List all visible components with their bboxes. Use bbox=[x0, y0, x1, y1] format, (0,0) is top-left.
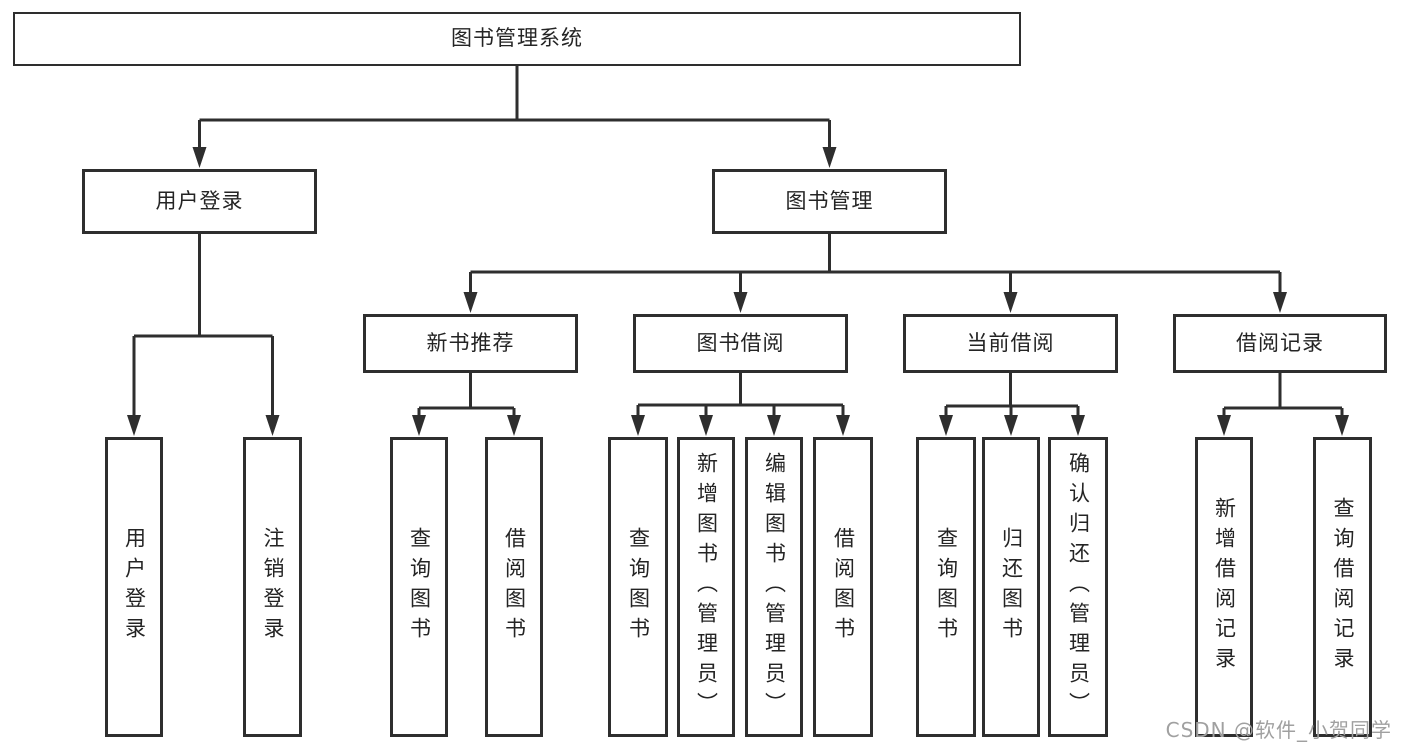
node-book-borrowing: 图书借阅 bbox=[633, 314, 848, 373]
node-leaf-query-books-recommend: 查询图书 bbox=[390, 437, 448, 737]
node-book-management: 图书管理 bbox=[712, 169, 947, 234]
node-label: 查询图书 bbox=[407, 527, 432, 647]
node-leaf-return-book: 归还图书 bbox=[982, 437, 1040, 737]
node-leaf-user-login: 用户登录 bbox=[105, 437, 163, 737]
csdn-watermark: CSDN @软件_小贺同学 bbox=[1165, 718, 1392, 742]
node-leaf-add-book-admin: 新增图书（管理员） bbox=[677, 437, 735, 737]
node-label: 新书推荐 bbox=[426, 330, 515, 355]
node-label: 查询图书 bbox=[934, 527, 959, 647]
node-label: 用户登录 bbox=[155, 188, 244, 213]
node-label: 借阅图书 bbox=[502, 527, 527, 647]
node-user-login: 用户登录 bbox=[82, 169, 317, 234]
node-library-management-system: 图书管理系统 bbox=[13, 12, 1021, 66]
node-label: 当前借阅 bbox=[966, 330, 1055, 355]
node-leaf-query-borrow-record: 查询借阅记录 bbox=[1313, 437, 1372, 737]
node-leaf-query-books-current: 查询图书 bbox=[916, 437, 976, 737]
node-label: 图书借阅 bbox=[696, 330, 785, 355]
node-label: 查询图书 bbox=[626, 527, 651, 647]
node-leaf-logout: 注销登录 bbox=[243, 437, 302, 737]
node-label: 注销登录 bbox=[261, 527, 285, 647]
connector-lines bbox=[132, 66, 1344, 419]
node-label: 用户登录 bbox=[122, 527, 147, 647]
node-current-borrowing: 当前借阅 bbox=[903, 314, 1118, 373]
node-leaf-edit-book-admin: 编辑图书（管理员） bbox=[745, 437, 803, 737]
node-leaf-borrow-books-recommend: 借阅图书 bbox=[485, 437, 543, 737]
connector-arrowheads bbox=[127, 147, 1349, 436]
node-leaf-borrow-books: 借阅图书 bbox=[813, 437, 873, 737]
node-label: 新增借阅记录 bbox=[1212, 497, 1237, 677]
node-label: 归还图书 bbox=[999, 527, 1024, 647]
node-label: 图书管理系统 bbox=[451, 26, 583, 51]
node-label: 编辑图书（管理员） bbox=[762, 452, 787, 722]
node-borrowing-records: 借阅记录 bbox=[1173, 314, 1387, 373]
node-label: 图书管理 bbox=[785, 188, 874, 213]
node-label: 新增图书（管理员） bbox=[694, 452, 719, 722]
node-leaf-query-books-borrow: 查询图书 bbox=[608, 437, 668, 737]
node-label: 借阅记录 bbox=[1236, 330, 1324, 355]
node-label: 确认归还（管理员） bbox=[1066, 452, 1091, 722]
node-new-book-recommendation: 新书推荐 bbox=[363, 314, 578, 373]
node-leaf-confirm-return-admin: 确认归还（管理员） bbox=[1048, 437, 1108, 737]
node-label: 查询借阅记录 bbox=[1331, 497, 1355, 677]
node-leaf-add-borrow-record: 新增借阅记录 bbox=[1195, 437, 1253, 737]
node-label: 借阅图书 bbox=[831, 527, 856, 647]
